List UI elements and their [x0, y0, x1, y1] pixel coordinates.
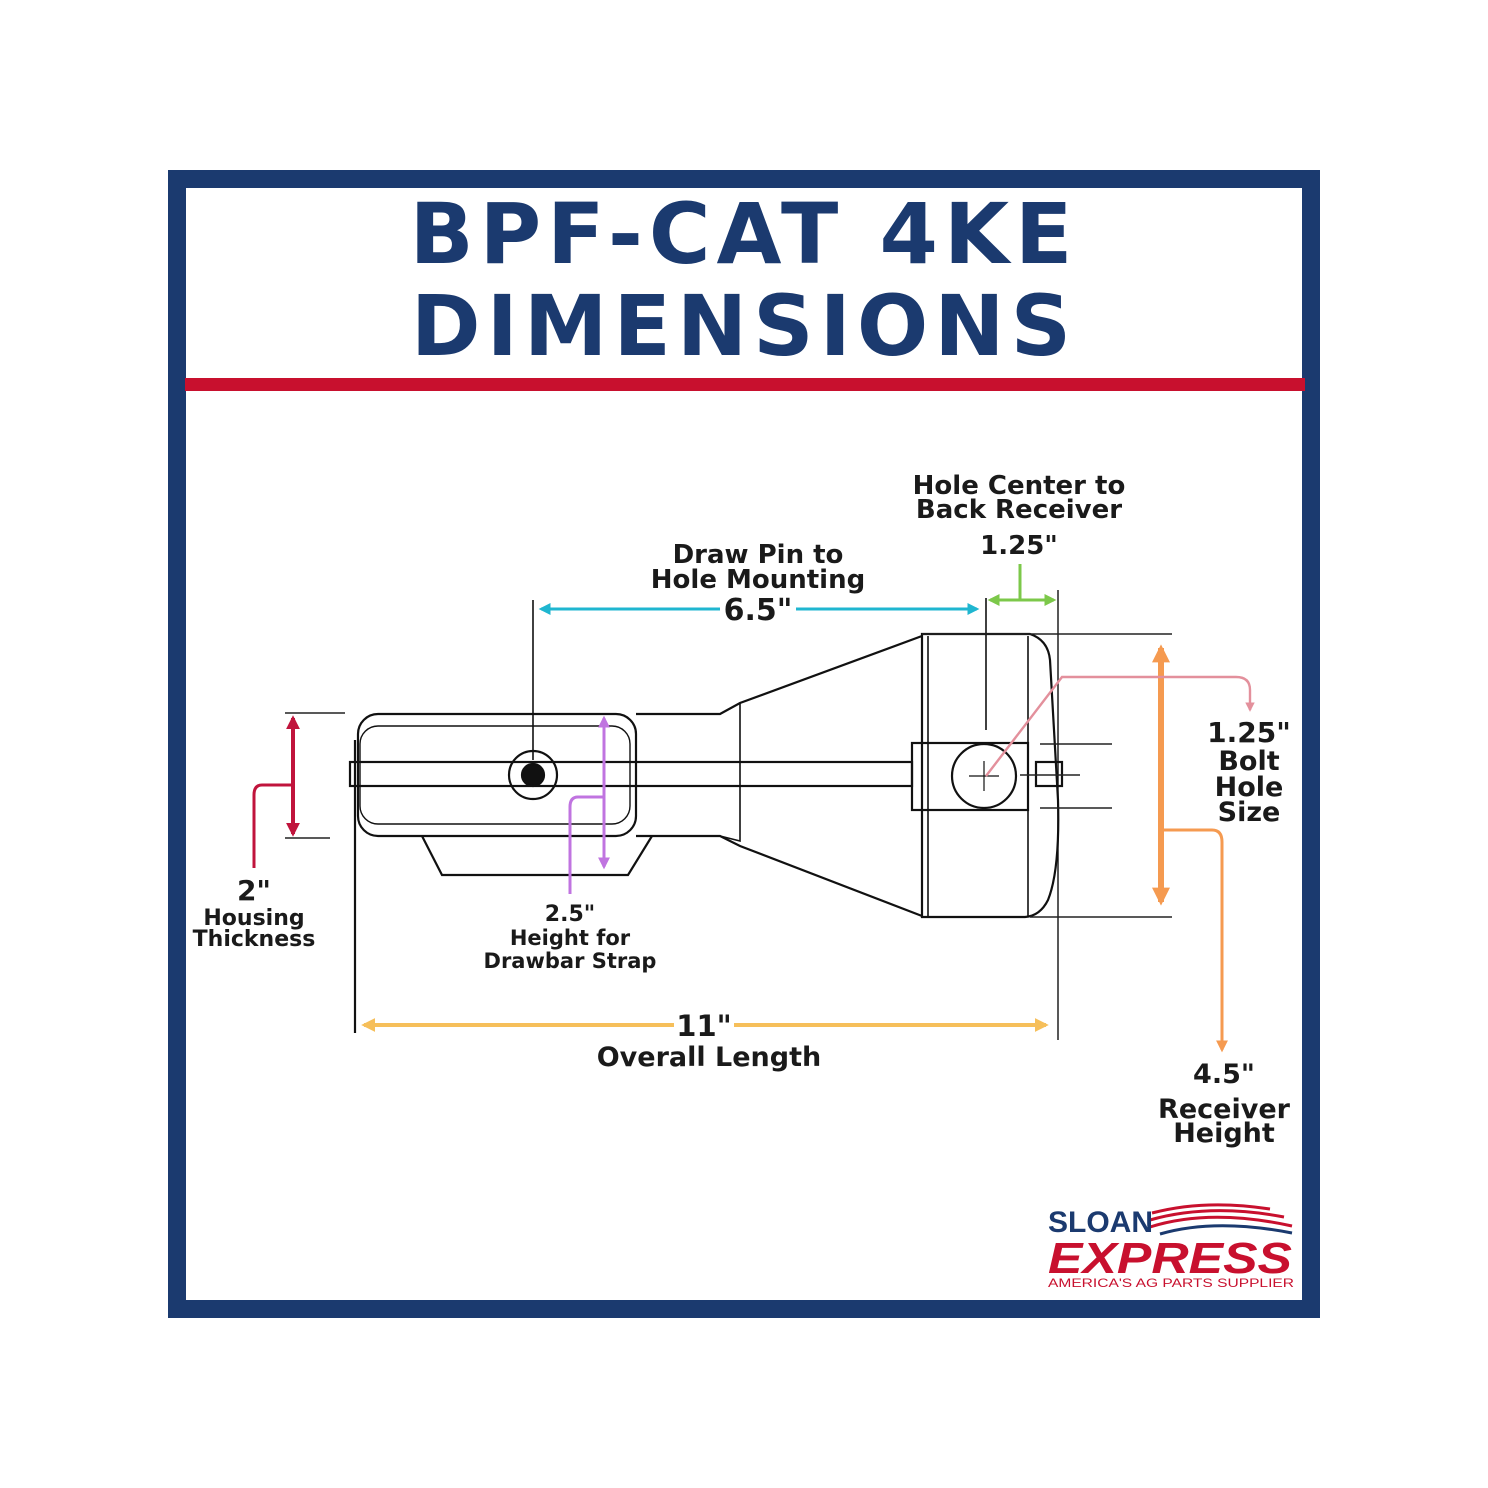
- page-title: BPF-CAT 4KE DIMENSIONS: [0, 188, 1488, 372]
- hole-center-value: 1.25": [980, 531, 1058, 561]
- sloan-express-logo: SLOAN EXPRESS AMERICA'S AG PARTS SUPPLIE…: [1048, 1203, 1294, 1290]
- drawbar-label-1: Height for: [510, 926, 631, 950]
- receiver-height-leader: [1161, 828, 1228, 1053]
- bolt-hole-label-2: Hole: [1215, 772, 1284, 803]
- logo-sloan: SLOAN: [1048, 1206, 1153, 1239]
- draw-pin-label-gap: [720, 592, 796, 626]
- bolt-stub: [1034, 760, 1064, 788]
- overall-length-value: 11": [676, 1009, 731, 1043]
- housing-body: [356, 712, 638, 838]
- housing-label-2: Thickness: [193, 927, 316, 952]
- receiver-label-1: Receiver: [1158, 1094, 1291, 1125]
- hole-center-label-1: Hole Center to: [913, 471, 1126, 501]
- title-divider: [185, 378, 1305, 391]
- logo-express: EXPRESS: [1048, 1234, 1292, 1283]
- title-line-1: BPF-CAT 4KE: [409, 185, 1079, 283]
- receiver-block: [910, 741, 1030, 812]
- drawbar-height-leader: [568, 795, 604, 894]
- logo-tagline: AMERICA'S AG PARTS SUPPLIER: [1048, 1276, 1294, 1290]
- flag-stripes-icon: [1149, 1203, 1293, 1236]
- drawbar-value: 2.5": [545, 902, 595, 927]
- draw-pin: [520, 762, 546, 788]
- bolt-hole-value: 1.25": [1207, 716, 1291, 749]
- draw-pin-label-2: Hole Mounting: [651, 565, 865, 595]
- hole-center-label-2: Back Receiver: [916, 495, 1122, 525]
- extension-lines: [285, 633, 1172, 918]
- receiver-label-2: Height: [1173, 1118, 1275, 1149]
- draw-pin-value: 6.5": [724, 593, 793, 628]
- drawbar-label-2: Drawbar Strap: [484, 949, 657, 973]
- bolt-hole-label-1: Bolt: [1218, 746, 1279, 777]
- drawbar-strap-lip: [421, 835, 653, 877]
- neck-bottom: [636, 834, 923, 918]
- bolt-hole-label-3: Size: [1218, 797, 1281, 828]
- housing-inner-line: [359, 725, 631, 825]
- draw-pin-label-1: Draw Pin to: [673, 540, 844, 570]
- bolt-hole: [950, 742, 1018, 810]
- drawbar-rod: [348, 760, 914, 788]
- overall-length-label: Overall Length: [597, 1042, 822, 1073]
- title-line-2: DIMENSIONS: [410, 277, 1078, 375]
- housing-value: 2": [237, 874, 271, 907]
- neck-top: [636, 634, 923, 716]
- housing-thickness-leader: [252, 783, 293, 868]
- receiver-body: [920, 632, 1060, 919]
- hitch-part-outline: [348, 590, 1064, 1040]
- bolt-hole-leader: [985, 675, 1255, 777]
- neck-top-inner: [719, 701, 741, 843]
- overall-length-label-gap: [674, 1008, 734, 1042]
- receiver-value: 4.5": [1193, 1059, 1255, 1090]
- housing-label-1: Housing: [203, 906, 304, 931]
